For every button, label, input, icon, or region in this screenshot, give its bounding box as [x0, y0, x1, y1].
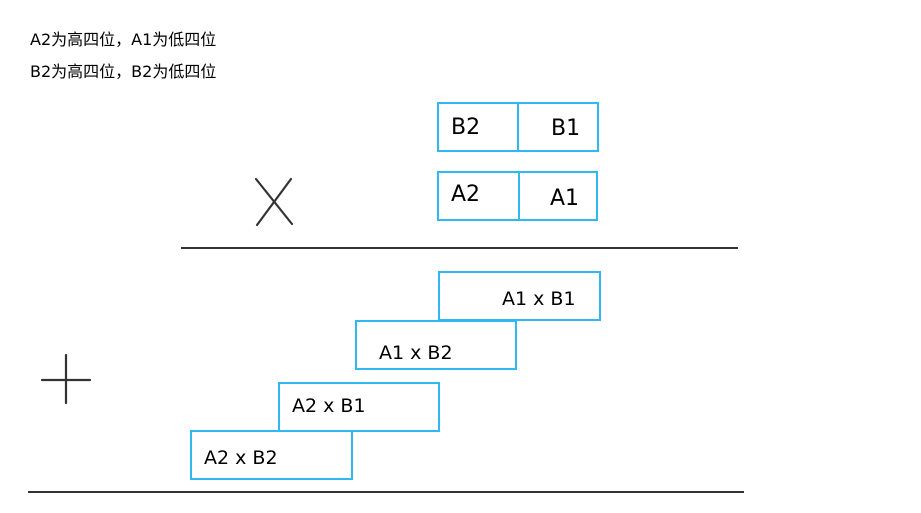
partial-product-a2-b2-label: A2 x B2: [204, 447, 278, 469]
partial-product-a1-b2-label: A1 x B2: [379, 342, 453, 364]
operand-a-high: A2: [451, 182, 481, 207]
operand-b-low: B1: [551, 116, 581, 141]
partial-product-a2-b2: A2 x B2: [190, 430, 353, 480]
operand-b-box: B2 B1: [437, 102, 599, 152]
partial-product-a1-b1: A1 x B1: [438, 271, 601, 321]
plus-icon: [40, 353, 92, 405]
note-line-2: B2为高四位，B2为低四位: [30, 62, 217, 81]
partial-product-a2-b1: A2 x B1: [278, 382, 440, 432]
operand-a-box: A2 A1: [437, 171, 598, 221]
sum-rule-line: [28, 491, 744, 493]
partial-product-a1-b1-label: A1 x B1: [502, 288, 576, 310]
multiply-icon: [254, 177, 294, 227]
multiplication-rule-line: [181, 247, 738, 249]
operand-a-divider: [518, 173, 520, 219]
operand-b-high: B2: [451, 115, 481, 140]
partial-product-a1-b2: A1 x B2: [355, 320, 517, 370]
partial-product-a2-b1-label: A2 x B1: [292, 395, 366, 417]
operand-b-divider: [517, 104, 519, 150]
operand-a-low: A1: [550, 186, 580, 211]
note-line-1: A2为高四位，A1为低四位: [30, 30, 217, 49]
